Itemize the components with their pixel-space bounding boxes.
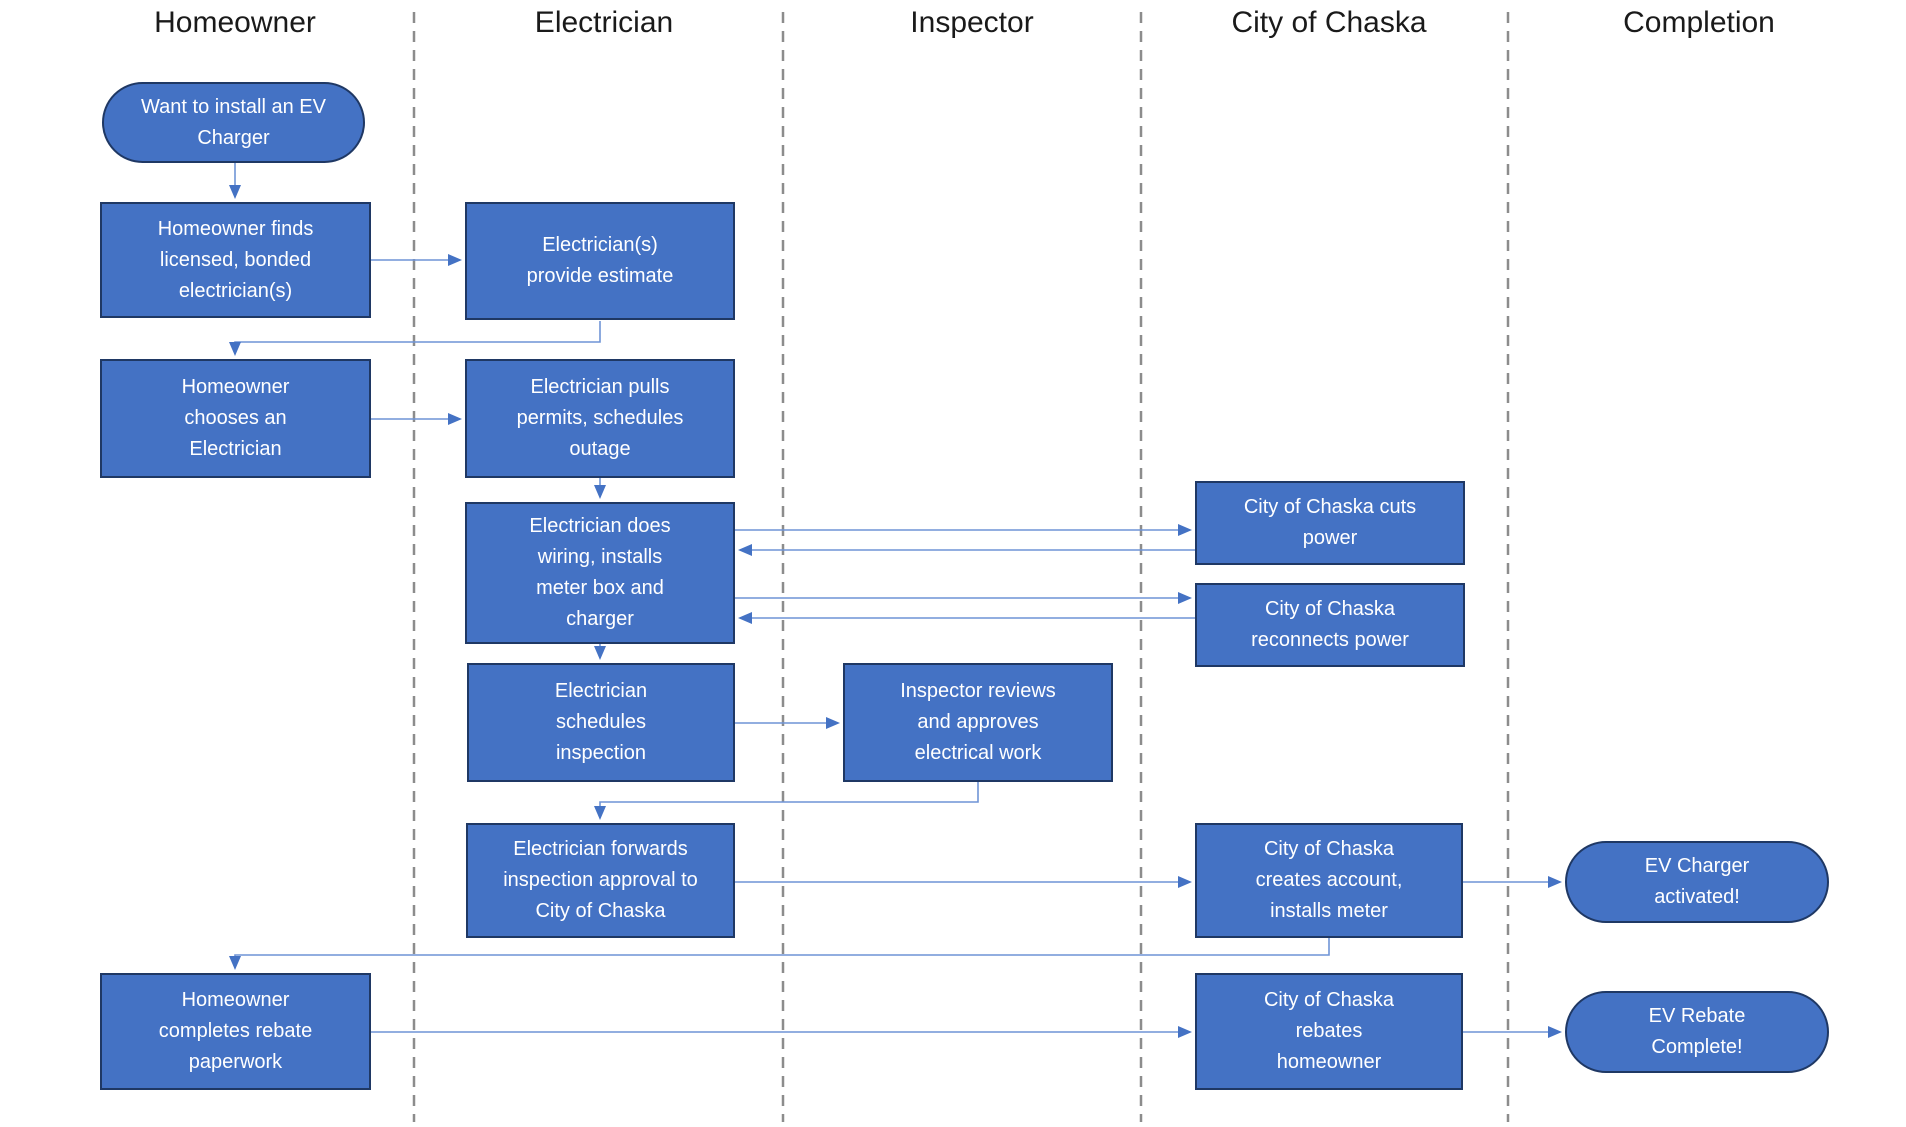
node-label: Homeowner chooses an Electrician [181, 376, 290, 460]
node-label: Electrician pulls permits, schedules out… [516, 376, 684, 460]
lane-header-inspector: Inspector [910, 6, 1034, 39]
arrow-creates-to-rebate-paperwork [229, 938, 1330, 970]
node-label: EV Rebate Complete! [1648, 1005, 1746, 1058]
node-inspector-reviews-approves: Inspector reviews and approves electrica… [843, 663, 1113, 782]
node-city-rebates-homeowner: City of Chaska rebates homeowner [1195, 973, 1463, 1090]
node-label: Inspector reviews and approves electrica… [900, 680, 1056, 764]
arrow-estimate-to-chooses [229, 321, 601, 356]
node-label: City of Chaska creates account, installs… [1255, 838, 1403, 922]
node-label: Electrician schedules inspection [554, 680, 648, 764]
node-label: Homeowner completes rebate paperwork [158, 989, 313, 1073]
lane-header-homeowner: Homeowner [154, 6, 316, 39]
node-ev-rebate-complete: EV Rebate Complete! [1565, 991, 1829, 1073]
node-city-reconnects-power: City of Chaska reconnects power [1195, 583, 1465, 667]
node-homeowner-finds-electrician: Homeowner finds licensed, bonded electri… [100, 202, 371, 318]
node-label: EV Charger activated! [1644, 855, 1750, 908]
node-electrician-pulls-permits: Electrician pulls permits, schedules out… [465, 359, 735, 478]
node-homeowner-completes-rebate: Homeowner completes rebate paperwork [100, 973, 371, 1090]
node-electrician-schedules-inspection: Electrician schedules inspection [467, 663, 735, 782]
node-electrician-does-wiring: Electrician does wiring, installs meter … [465, 502, 735, 644]
node-city-cuts-power: City of Chaska cuts power [1195, 481, 1465, 565]
lane-header-completion: Completion [1623, 6, 1775, 39]
node-label: Electrician does wiring, installs meter … [529, 515, 671, 630]
node-label: Electrician(s) provide estimate [526, 234, 674, 287]
node-electrician-forwards-approval: Electrician forwards inspection approval… [466, 823, 735, 938]
node-label: City of Chaska cuts power [1243, 496, 1417, 549]
node-city-creates-account: City of Chaska creates account, installs… [1195, 823, 1463, 938]
node-label: City of Chaska reconnects power [1251, 598, 1409, 651]
node-electricians-provide-estimate: Electrician(s) provide estimate [465, 202, 735, 320]
lane-header-city-of-chaska: City of Chaska [1231, 6, 1427, 39]
node-want-install-ev-charger: Want to install an EV Charger [102, 82, 365, 163]
node-label: Homeowner finds licensed, bonded electri… [157, 217, 314, 302]
arrow-inspector-to-forwards [594, 782, 979, 820]
node-label: City of Chaska rebates homeowner [1263, 989, 1395, 1073]
lane-header-electrician: Electrician [534, 6, 674, 39]
node-homeowner-chooses-electrician: Homeowner chooses an Electrician [100, 359, 371, 478]
node-label: Want to install an EV Charger [141, 95, 326, 149]
node-label: Electrician forwards inspection approval… [503, 838, 698, 922]
node-ev-charger-activated: EV Charger activated! [1565, 841, 1829, 923]
